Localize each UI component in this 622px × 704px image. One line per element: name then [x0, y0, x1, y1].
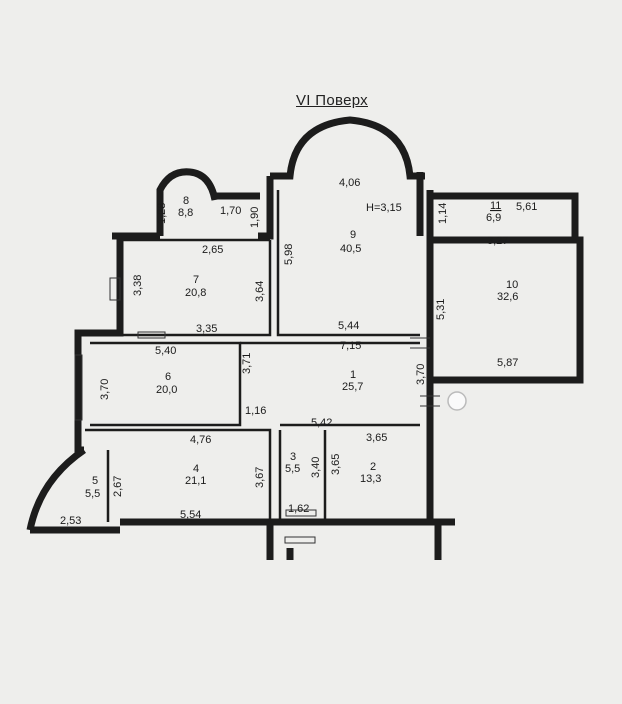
dimension-label: 3,40	[310, 457, 322, 478]
room-8-number: 8	[183, 195, 189, 207]
dimension-label: 1,14	[437, 203, 449, 224]
dimension-label: 3,38	[132, 275, 144, 296]
dimension-label: 3,27	[487, 235, 508, 247]
dimension-label: 3,71	[241, 353, 253, 374]
dimension-label: 4,76	[190, 434, 211, 446]
dimension-label: 5,31	[435, 299, 447, 320]
dimension-label: 3,70	[415, 364, 427, 385]
room-1-number: 1	[350, 369, 356, 381]
room-4-area: 21,1	[185, 475, 206, 487]
room-9-number: 9	[350, 229, 356, 241]
dimension-label: 5,61	[516, 201, 537, 213]
floor-title: VI Поверх	[296, 92, 368, 109]
dimension-label: 2,53	[60, 515, 81, 527]
dimension-label: 2,65	[202, 244, 223, 256]
dimension-label: 5,98	[283, 244, 295, 265]
dimension-label: 1,62	[288, 503, 309, 515]
dimension-label: 7,15	[340, 340, 361, 352]
dimension-label: 3,65	[366, 432, 387, 444]
dimension-labels: 4,06 1,28 1,70 1,90 2,65 5,98 1,14 5,61 …	[60, 177, 537, 527]
walls	[26, 116, 584, 560]
dimension-label: 3,64	[254, 281, 266, 302]
room-2-number: 2	[370, 461, 376, 473]
dimension-label: 1,70	[220, 205, 241, 217]
room-8-area: 8,8	[178, 207, 193, 219]
dimension-label: 4,06	[339, 177, 360, 189]
dimension-label: 5,87	[497, 357, 518, 369]
room-6-area: 20,0	[156, 384, 177, 396]
dimension-label: 5,54	[180, 509, 201, 521]
room-3-area: 5,5	[285, 463, 300, 475]
ceiling-height-note: H=3,15	[366, 202, 402, 214]
room-1-area: 25,7	[342, 381, 363, 393]
dimension-label: 1,90	[249, 207, 261, 228]
room-4-number: 4	[193, 463, 199, 475]
room-10-number: 10	[506, 279, 518, 291]
dimension-label: 1,16	[245, 405, 266, 417]
room-2-area: 13,3	[360, 473, 381, 485]
room-11-area: 6,9	[486, 212, 501, 224]
dimension-label: 3,67	[254, 467, 266, 488]
room-labels: 1 25,7 2 13,3 3 5,5 4 21,1 5 5,5 6 20,0 …	[85, 195, 518, 500]
dimension-label: 3,35	[196, 323, 217, 335]
room-9-area: 40,5	[340, 243, 361, 255]
dimension-label: 3,65	[330, 454, 342, 475]
room-7-number: 7	[193, 274, 199, 286]
room-7-area: 20,8	[185, 287, 206, 299]
dimension-label: 5,42	[311, 417, 332, 429]
partitions	[74, 190, 440, 544]
room-5-number: 5	[92, 475, 98, 487]
dimension-label: 5,40	[155, 345, 176, 357]
room-3-number: 3	[290, 451, 296, 463]
marker-dot	[447, 391, 467, 411]
dimension-label: 1,28	[156, 203, 168, 224]
room-11-number: 11	[490, 200, 501, 212]
room-10-area: 32,6	[497, 291, 518, 303]
room-5-area: 5,5	[85, 488, 100, 500]
dimension-label: 5,44	[338, 320, 359, 332]
dimension-label: 2,67	[112, 476, 124, 497]
room-6-number: 6	[165, 371, 171, 383]
dimension-label: 3,70	[99, 379, 111, 400]
